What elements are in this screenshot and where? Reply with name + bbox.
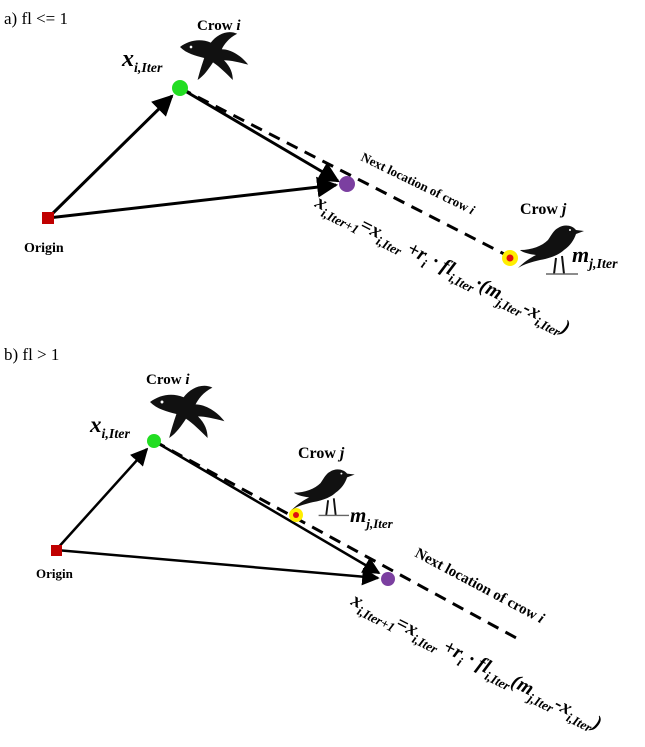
next-location-label-a: Next location of crow i [359,149,478,217]
next-position-marker-b [381,572,395,586]
crow-j-label-a: Crow j [520,201,567,218]
m-label-b: mj,Iter [350,503,394,531]
origin-label-b: Origin [36,566,74,581]
panel-a-label: a) fl <= 1 [4,9,68,28]
crow-j-label-b: Crow j [298,445,345,462]
crow-i-label-a: Crow i [197,18,241,34]
vector-xi-to-next-a [179,86,340,183]
dashed-path-a [179,86,513,260]
x-label-b: xi,Iter [89,412,130,442]
memory-marker-inner-a [506,254,514,262]
update-equation-b: xi,Iter+1=xi,Iter +ri · fli,Iter(mj,Iter… [345,588,605,738]
crow-i-label-b: Crow i [146,372,190,388]
origin-marker-b [51,545,62,556]
next-position-marker-a [339,176,355,192]
vector-origin-to-xi-a [46,94,174,220]
current-position-marker-b [147,434,161,448]
panel-b-label: b) fl > 1 [4,345,59,364]
m-label-a: mj,Iter [572,242,618,272]
memory-marker-inner-b [293,512,299,518]
vector-xi-to-next-b [153,439,381,575]
crow-flying-icon [150,385,225,438]
origin-label-a: Origin [24,241,64,256]
vector-origin-to-xi-b [55,447,149,551]
current-position-marker-a [172,80,188,96]
x-label-a: xi,Iter [121,46,163,76]
vector-origin-to-next-b [55,548,380,586]
crow-standing-icon [291,468,356,517]
panel-a: a) fl <= 1 Origin Crow i xi,Iter Crow j … [4,9,618,340]
vector-origin-to-next-a [47,176,339,220]
next-location-label-b: Next location of crow i [412,545,547,627]
dashed-path-b [153,439,521,642]
crow-flying-icon [180,32,249,80]
origin-marker-a [42,212,54,224]
panel-b: b) fl > 1 Origin Crow i xi,Iter Crow j m… [4,345,605,738]
